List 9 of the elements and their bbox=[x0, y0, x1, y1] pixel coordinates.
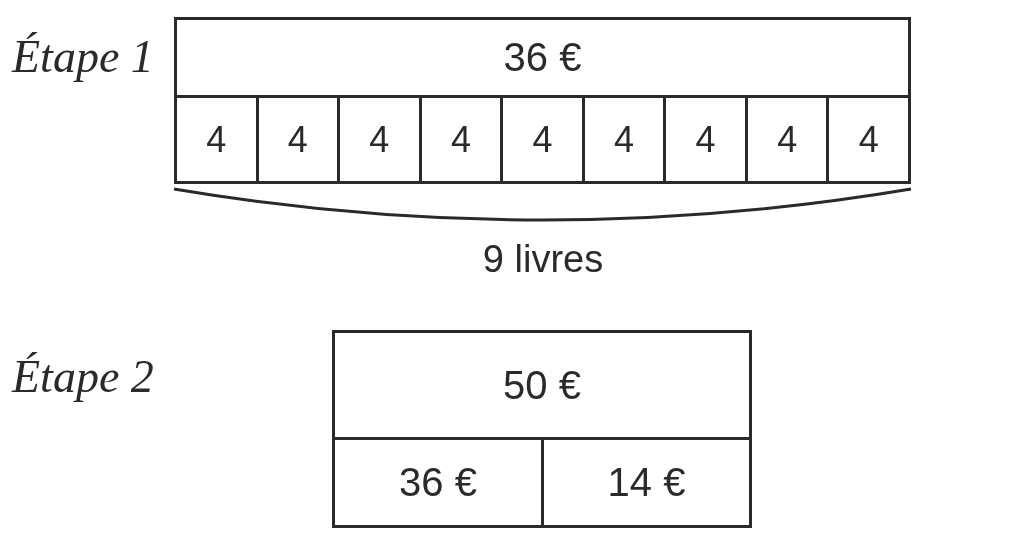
part-segment: 4 bbox=[826, 95, 911, 184]
step-label: Étape 2 bbox=[12, 350, 154, 403]
part-segment: 4 bbox=[174, 95, 259, 184]
quantity-label: 9 livres bbox=[482, 238, 604, 281]
step-label: Étape 1 bbox=[12, 30, 154, 83]
total-bar: 36 € bbox=[174, 17, 911, 98]
part-segment: 14 € bbox=[541, 437, 752, 528]
total-bar: 50 € bbox=[332, 330, 752, 440]
part-segment: 36 € bbox=[332, 437, 544, 528]
